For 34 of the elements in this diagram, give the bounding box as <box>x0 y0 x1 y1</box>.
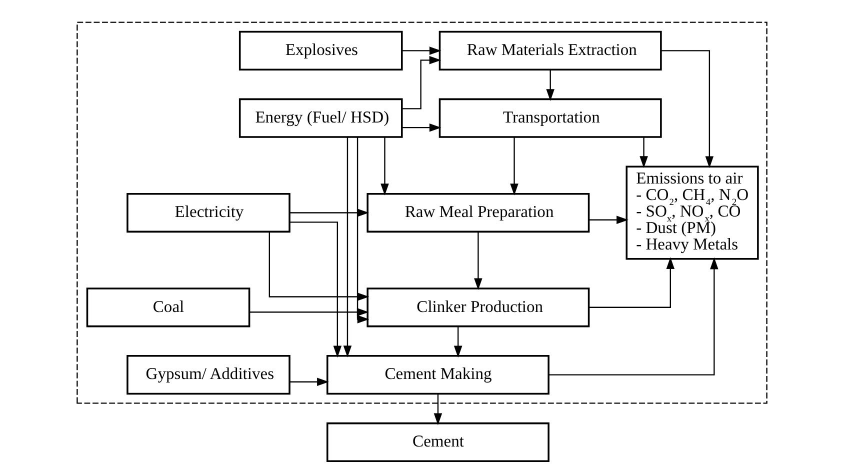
node-box: Explosives <box>238 30 402 71</box>
arrow <box>453 326 462 358</box>
arrow <box>474 232 482 290</box>
node-box: Emissions to air - CO$_{2}$, CH$_{4}$, N$_{2}$O - SO$_{x}$, NO$_{x}$, CO - Dust (PM) - Heavy Metals <box>625 166 758 260</box>
arrow <box>548 257 718 376</box>
arrow <box>546 70 554 101</box>
arrow <box>402 56 441 110</box>
node-box: Cement <box>326 422 549 462</box>
node-box: Electricity <box>126 192 290 233</box>
node-box: Gypsum/ Additives <box>126 355 290 395</box>
node-box: Energy (Fuel/ HSD) <box>238 98 402 138</box>
arrow <box>402 46 441 55</box>
arrow <box>588 257 674 308</box>
arrow <box>588 216 628 224</box>
arrow <box>356 137 369 324</box>
arrow <box>289 222 342 358</box>
arrow <box>289 208 368 217</box>
node-box: Coal <box>86 288 250 328</box>
arrow <box>639 137 648 168</box>
arrow <box>289 378 328 386</box>
node-box: Raw Materials Extraction <box>438 30 662 71</box>
arrow <box>268 232 369 301</box>
arrow <box>433 394 442 426</box>
arrow <box>510 137 518 196</box>
cluster <box>76 22 767 404</box>
arrow <box>249 308 368 316</box>
arrow <box>380 137 388 196</box>
arrow <box>342 137 352 358</box>
node-box: Clinker Production <box>366 288 590 328</box>
arrow <box>402 123 441 132</box>
node-box: Cement Making <box>326 355 549 395</box>
node-box: Transportation <box>438 98 662 138</box>
arrow <box>660 50 714 168</box>
node-box: Raw Meal Preparation <box>366 192 590 233</box>
